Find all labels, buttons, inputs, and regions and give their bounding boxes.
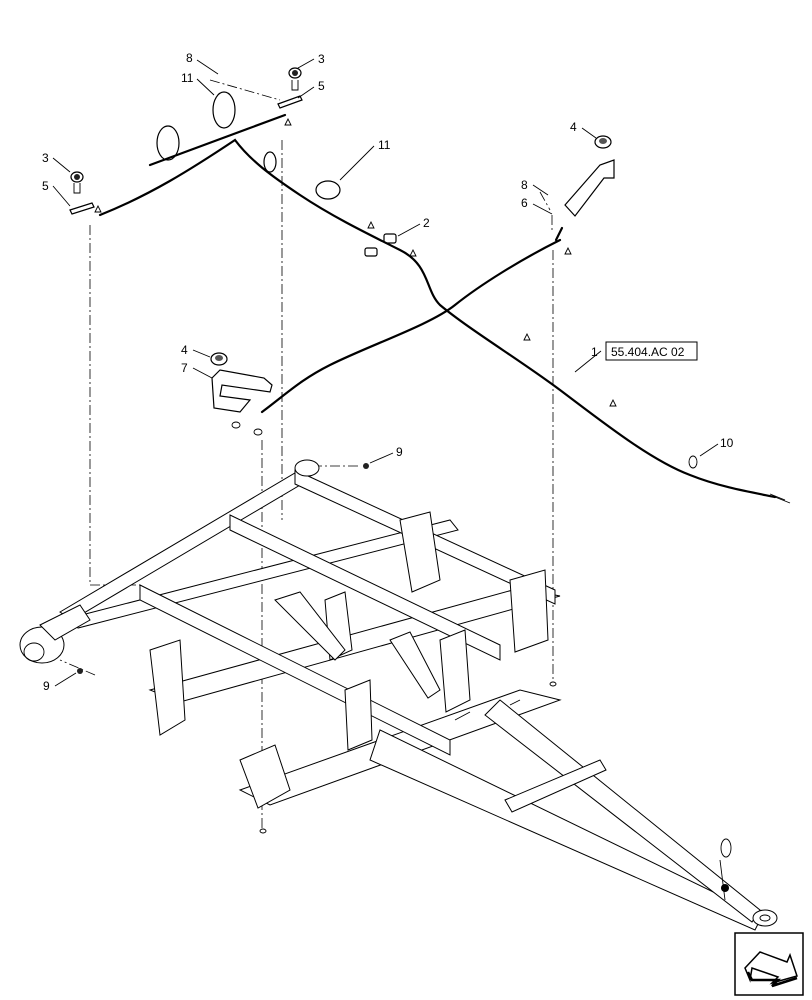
callout-5-upper: 5 bbox=[318, 79, 325, 93]
lamp-11-left bbox=[156, 125, 180, 161]
callout-8-right: 8 bbox=[521, 178, 528, 192]
mount-4-right bbox=[594, 135, 612, 149]
cable-clips bbox=[94, 117, 698, 469]
callout-5-left: 5 bbox=[42, 179, 49, 193]
next-page-arrow-icon[interactable] bbox=[734, 932, 804, 996]
connector-2 bbox=[364, 233, 397, 257]
callout-11-right: 11 bbox=[378, 138, 391, 152]
callout-3-left: 3 bbox=[42, 151, 49, 165]
amber-lamp-3-upper bbox=[288, 67, 302, 91]
bolt-right bbox=[549, 681, 557, 687]
leader-lines bbox=[52, 58, 719, 687]
amber-lamp-3-left bbox=[70, 171, 84, 194]
bracket-5-upper bbox=[277, 95, 303, 109]
callout-3-upper: 3 bbox=[318, 52, 325, 66]
cross-reference-label[interactable]: 55.404.AC 02 bbox=[611, 345, 685, 359]
callout-9-lower: 9 bbox=[43, 679, 50, 693]
callout-4-right: 4 bbox=[570, 120, 577, 134]
callout-8-upper: 8 bbox=[186, 51, 193, 65]
nut-9-upper bbox=[363, 463, 369, 469]
bolt-lower bbox=[259, 828, 267, 834]
callout-11-upper: 11 bbox=[181, 71, 194, 85]
lamp-11-upper bbox=[212, 91, 236, 129]
mount-4-left bbox=[210, 352, 228, 366]
callout-1: 1 bbox=[591, 345, 598, 359]
callout-9-upper: 9 bbox=[396, 445, 403, 459]
callout-2: 2 bbox=[423, 216, 430, 230]
implement-frame bbox=[19, 459, 778, 931]
callout-6: 6 bbox=[521, 196, 528, 210]
lamp-11-lower-left bbox=[263, 151, 277, 173]
callout-10: 10 bbox=[720, 436, 734, 450]
cross-reference-link[interactable]: 55.404.AC 02 bbox=[605, 341, 698, 361]
callout-7: 7 bbox=[181, 361, 188, 375]
bracket-7 bbox=[211, 369, 273, 413]
callout-4-left: 4 bbox=[181, 343, 188, 357]
wiring-harness bbox=[98, 113, 791, 504]
bracket-5-left bbox=[69, 202, 95, 215]
lamp-11-right bbox=[315, 180, 341, 200]
nut-9-lower bbox=[77, 668, 83, 674]
bracket-6 bbox=[564, 159, 615, 217]
